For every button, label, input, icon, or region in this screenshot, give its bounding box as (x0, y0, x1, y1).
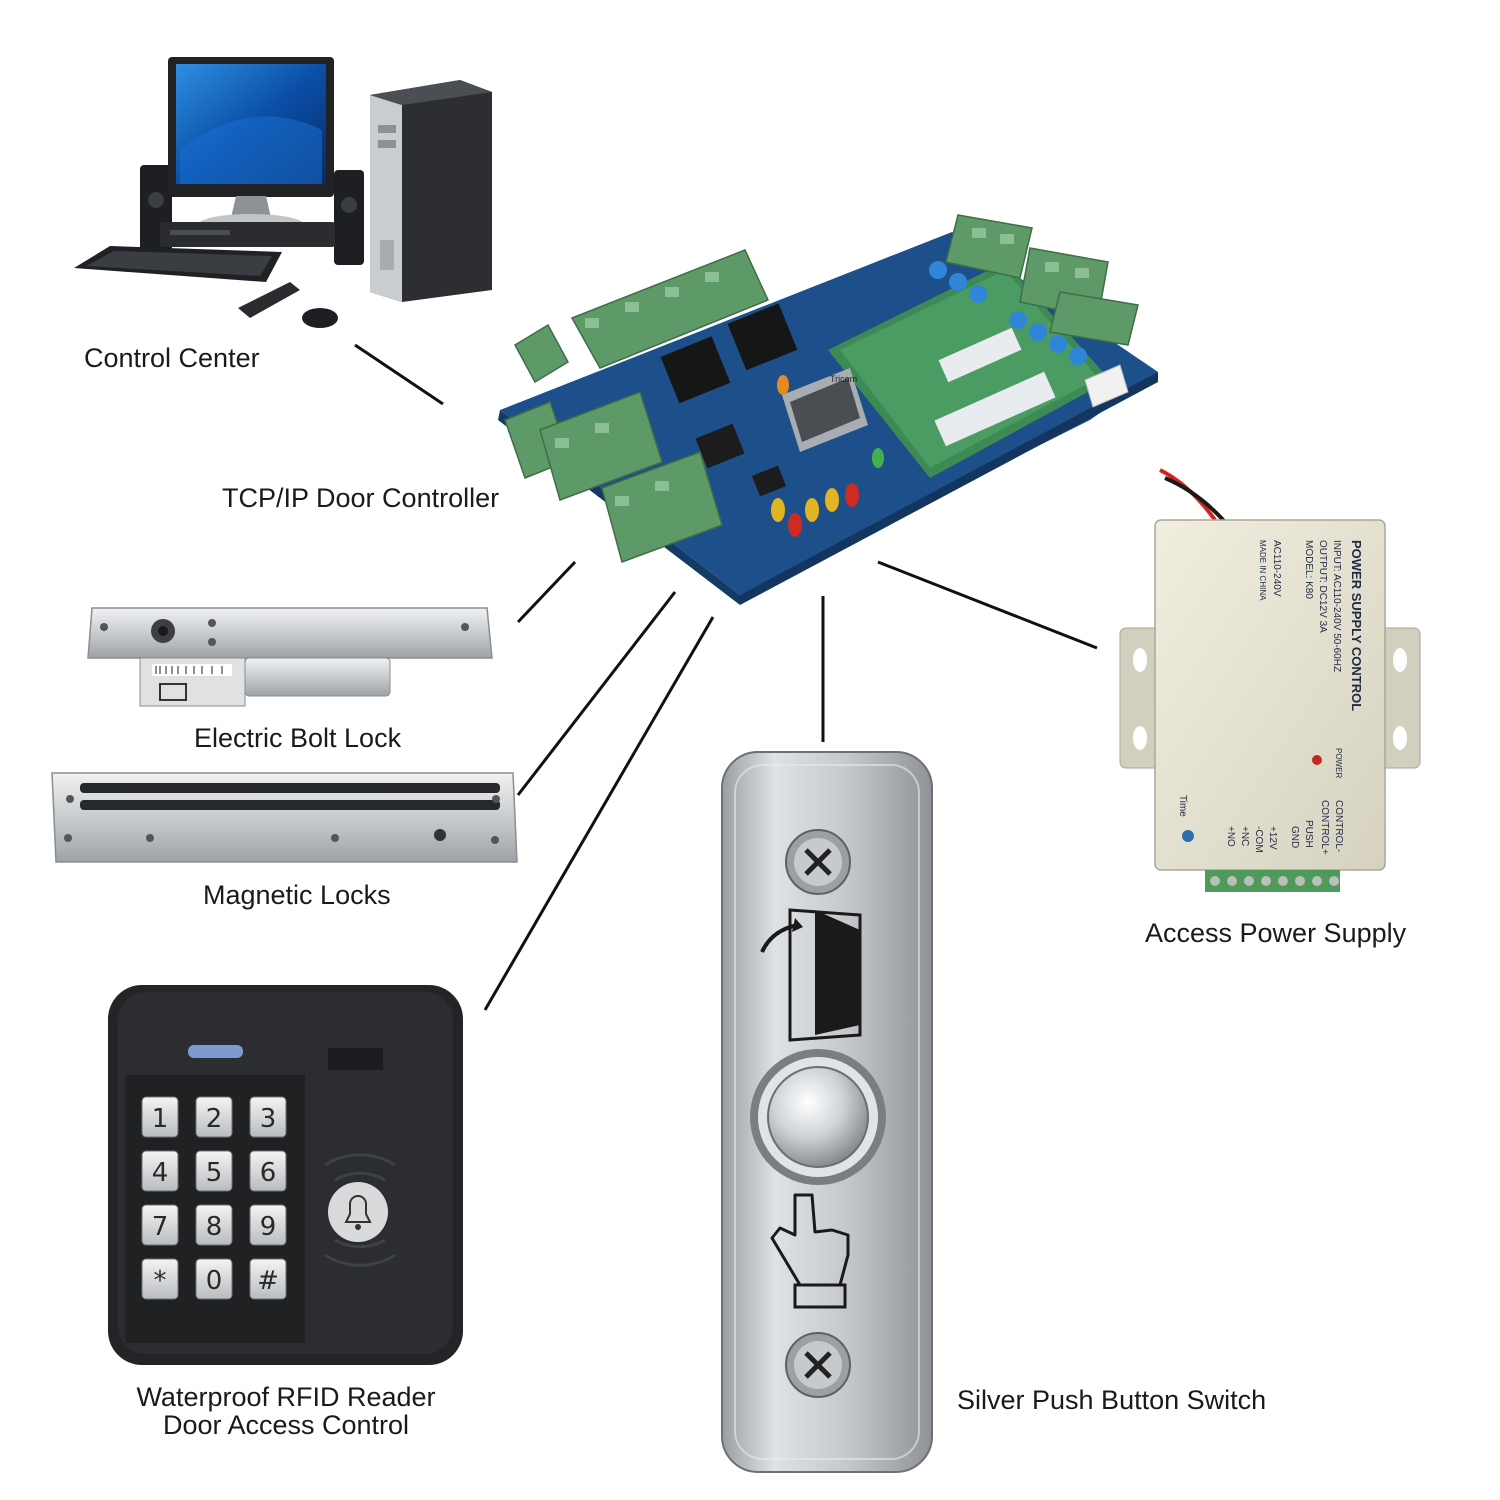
power-supply-image: POWER SUPPLY CONTROL INPUT: AC110-240V 5… (1119, 468, 1421, 892)
keypad-key: * (141, 1258, 179, 1300)
label-door-controller: TCP/IP Door Controller (222, 483, 500, 513)
psu-terminal-label: PUSH (1303, 820, 1314, 848)
keypad-key: 7 (141, 1204, 179, 1246)
keypad-key-label: 0 (206, 1266, 223, 1296)
keypad-key-label: 8 (206, 1212, 223, 1242)
psu-terminal-label: CONTROL- (1333, 800, 1344, 852)
psu-ac: AC110-240V (1271, 540, 1282, 597)
psu-output: OUTPUT: DC12V 3A (1317, 540, 1328, 633)
line-bolt-lock (516, 560, 577, 624)
keypad-key: 6 (249, 1150, 287, 1192)
keypad-key-label: 1 (152, 1104, 169, 1134)
keypad-key: 1 (141, 1096, 179, 1138)
psu-terminal-label: -COM (1253, 826, 1264, 853)
psu-terminal-label: +NO (1225, 826, 1236, 847)
keypad-key: 5 (195, 1150, 233, 1192)
psu-terminal-label: +12V (1267, 826, 1278, 850)
door-controller-image: Tricom (498, 214, 1158, 605)
line-power-supply (877, 560, 1098, 650)
label-magnetic-locks: Magnetic Locks (203, 880, 391, 910)
connector-lines (354, 343, 1098, 1011)
keypad-keys: 1 2 3 4 5 6 7 8 9 * 0 # (141, 1096, 287, 1300)
magnetic-lock-image (51, 772, 518, 863)
keypad-key-label: 4 (152, 1158, 169, 1188)
computer-image (74, 57, 492, 328)
psu-power-label: POWER (1334, 748, 1343, 778)
label-bolt-lock: Electric Bolt Lock (194, 723, 402, 753)
bolt-lock-image (87, 607, 493, 707)
line-magnetic-locks (516, 591, 677, 796)
label-rfid-line1: Waterproof RFID Reader (136, 1382, 436, 1412)
psu-title: POWER SUPPLY CONTROL (1349, 540, 1364, 711)
rfid-reader-image: 1 2 3 4 5 6 7 8 9 * 0 # (108, 985, 463, 1365)
label-rfid-line2: Door Access Control (162, 1410, 410, 1440)
line-rfid-reader (483, 616, 715, 1011)
keypad-key-label: 9 (260, 1212, 277, 1242)
keypad-key-label: 5 (206, 1158, 223, 1188)
psu-input: INPUT: AC110-240V 50-60HZ (1331, 540, 1342, 672)
keypad-key: # (249, 1258, 287, 1300)
psu-terminal-label: CONTROL+ (1319, 800, 1330, 855)
psu-terminal-label: GND (1289, 826, 1300, 848)
keypad-key-label: 3 (260, 1104, 277, 1134)
keypad-key-label: * (154, 1266, 167, 1296)
keypad-key: 0 (195, 1258, 233, 1300)
push-button-image (721, 751, 933, 1473)
keypad-key-label: 7 (152, 1212, 169, 1242)
keypad-key: 2 (195, 1096, 233, 1138)
label-push-button: Silver Push Button Switch (957, 1385, 1267, 1415)
board-chip-label: Tricom (830, 374, 857, 384)
line-control-center (354, 343, 444, 406)
label-power-supply: Access Power Supply (1145, 918, 1407, 948)
keypad-key: 8 (195, 1204, 233, 1246)
psu-model: MODEL: K80 (1303, 540, 1314, 599)
psu-terminal-label: +NC (1239, 826, 1250, 846)
psu-made: MADE IN CHINA (1258, 540, 1267, 601)
keypad-key-label: 6 (260, 1158, 277, 1188)
keypad-key-label: 2 (206, 1104, 223, 1134)
keypad-key: 9 (249, 1204, 287, 1246)
keypad-key-label: # (257, 1266, 279, 1296)
keypad-key: 3 (249, 1096, 287, 1138)
keypad-key: 4 (141, 1150, 179, 1192)
label-control-center: Control Center (84, 343, 260, 373)
psu-time-label: Time (1177, 795, 1188, 817)
